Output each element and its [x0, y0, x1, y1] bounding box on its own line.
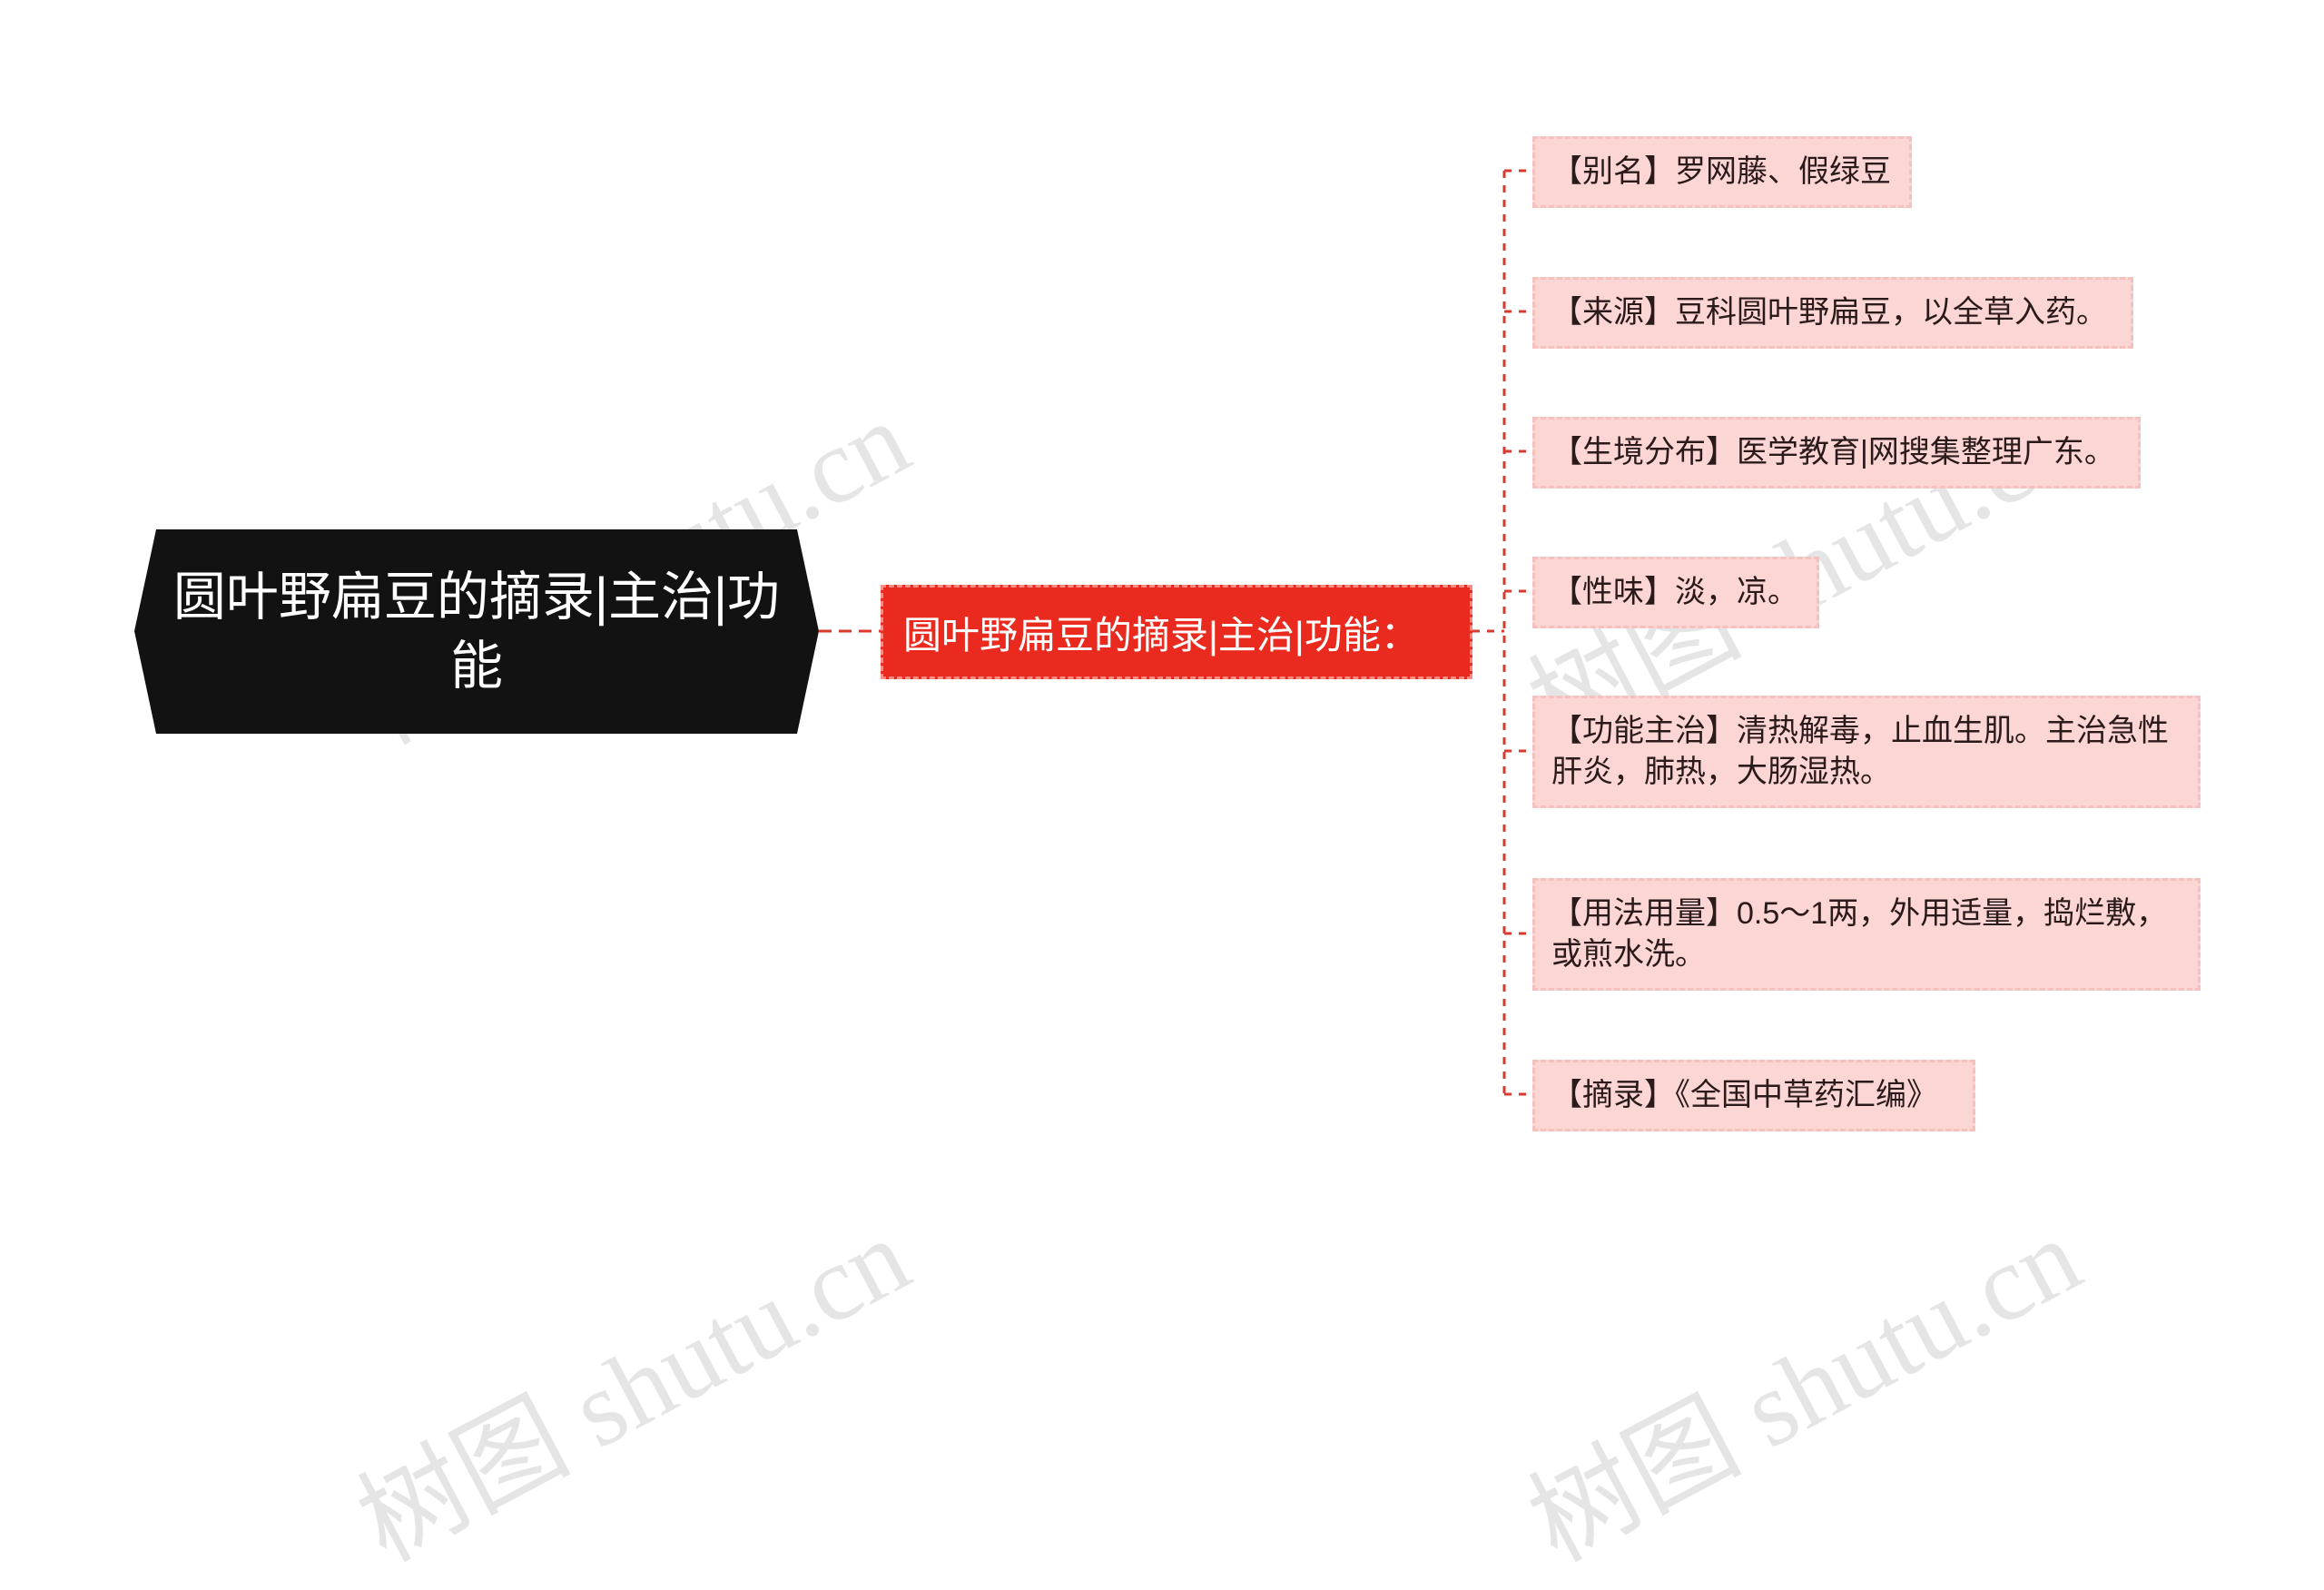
leaf-node-alias[interactable]: 【别名】罗网藤、假绿豆 — [1532, 136, 1912, 208]
leaf-node-habitat[interactable]: 【生境分布】医学教育|网搜集整理广东。 — [1532, 417, 2141, 489]
leaf-node-label: 【用法用量】0.5～1两，外用适量，捣烂敷，或煎水洗。 — [1551, 896, 2168, 972]
leaf-node-label: 【功能主治】清热解毒，止血生肌。主治急性肝炎，肺热，大肠湿热。 — [1551, 714, 2169, 789]
branch-node-label: 圆叶野扁豆的摘录|主治|功能： — [903, 613, 1419, 657]
leaf-node-label: 【来源】豆科圆叶野扁豆，以全草入药。 — [1551, 295, 2107, 330]
root-node[interactable]: 圆叶野扁豆的摘录|主治|功能 — [134, 529, 819, 734]
leaf-node-label: 【生境分布】医学教育|网搜集整理广东。 — [1551, 435, 2115, 469]
branch-node[interactable]: 圆叶野扁豆的摘录|主治|功能： — [881, 585, 1472, 679]
leaf-node-functions[interactable]: 【功能主治】清热解毒，止血生肌。主治急性肝炎，肺热，大肠湿热。 — [1532, 696, 2201, 808]
leaf-node-dosage[interactable]: 【用法用量】0.5～1两，外用适量，捣烂敷，或煎水洗。 — [1532, 878, 2201, 991]
connector-lines — [819, 169, 1532, 1096]
leaf-node-source[interactable]: 【来源】豆科圆叶野扁豆，以全草入药。 — [1532, 277, 2133, 349]
leaf-node-label: 【摘录】《全国中草药汇编》 — [1551, 1078, 1937, 1112]
leaf-node-label: 【性味】淡，凉。 — [1551, 575, 1798, 609]
leaf-node-excerpt[interactable]: 【摘录】《全国中草药汇编》 — [1532, 1060, 1975, 1131]
root-node-label: 圆叶野扁豆的摘录|主治|功能 — [172, 567, 781, 696]
leaf-node-label: 【别名】罗网藤、假绿豆 — [1551, 154, 1891, 189]
leaf-node-taste[interactable]: 【性味】淡，凉。 — [1532, 557, 1819, 628]
